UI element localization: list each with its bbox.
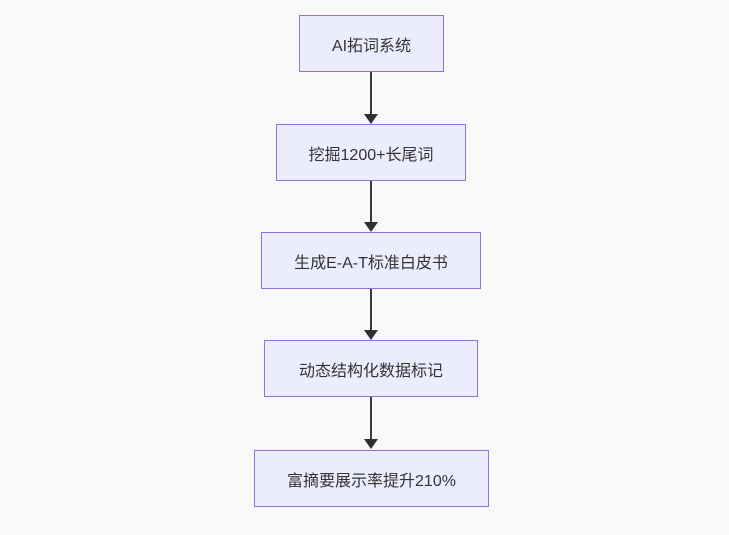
flow-arrow-2 [364,181,378,232]
node-label: 富摘要展示率提升210% [287,472,456,490]
node-eat-standard-whitepaper: 生成E-A-T标准白皮书 [261,232,481,289]
node-ai-word-expansion-system: AI拓词系统 [299,15,444,72]
node-label: AI拓词系统 [331,37,412,55]
flow-arrow-4 [364,397,378,449]
node-dynamic-structured-data-markup: 动态结构化数据标记 [264,340,478,397]
node-rich-snippet-rate-result: 富摘要展示率提升210% [254,450,489,507]
arrow-down-head-icon [364,330,378,340]
flow-arrow-3 [364,289,378,340]
node-longtail-keyword-mining: 挖掘1200+长尾词 [276,124,466,181]
arrow-line [370,397,372,439]
arrow-line [370,181,372,222]
arrow-down-head-icon [364,439,378,449]
node-label: 生成E-A-T标准白皮书 [294,254,448,272]
arrow-down-head-icon [364,222,378,232]
arrow-down-head-icon [364,114,378,124]
node-label: 动态结构化数据标记 [298,362,443,380]
arrow-line [370,289,372,330]
flow-arrow-1 [364,72,378,124]
arrow-line [370,72,372,114]
node-label: 挖掘1200+长尾词 [308,146,434,164]
